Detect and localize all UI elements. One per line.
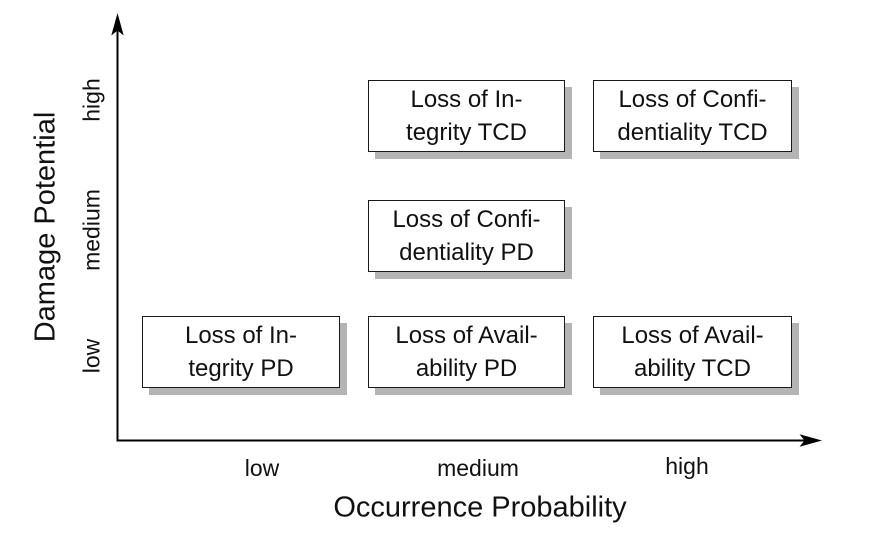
y-tick-low: low [78, 338, 105, 374]
node-label-line: tegrity TCD [406, 119, 527, 146]
node-loss-of-confidentiality-pd: Loss of Confi- dentiality PD [368, 200, 565, 272]
node-label-line: Loss of In- [410, 86, 523, 113]
node-loss-of-availability-tcd: Loss of Avail- ability TCD [593, 316, 792, 388]
y-axis-arrowhead-icon [111, 13, 124, 36]
y-tick-medium: medium [78, 189, 105, 271]
node-label-line: Loss of Avail- [621, 322, 764, 349]
node-label-line: Loss of In- [184, 322, 298, 349]
node-label-line: ability TCD [634, 355, 751, 382]
node-label-line: dentiality PD [399, 239, 534, 266]
node-loss-of-availability-pd: Loss of Avail- ability PD [368, 316, 565, 388]
x-axis-arrowhead-icon [799, 434, 822, 447]
node-loss-of-confidentiality-tcd: Loss of Confi- dentiality TCD [593, 80, 792, 152]
x-axis-title: Occurrence Probability [333, 491, 627, 524]
y-tick-high: high [78, 78, 105, 122]
node-label-line: dentiality TCD [617, 119, 768, 146]
node-label-line: Loss of Confi- [392, 206, 541, 233]
node-label-line: tegrity PD [188, 355, 294, 382]
x-tick-medium: medium [437, 455, 519, 481]
node-label-line: Loss of Confi- [618, 86, 767, 113]
node-label-line: Loss of Avail- [395, 322, 538, 349]
x-tick-low: low [244, 455, 280, 481]
y-axis-title: Damage Potential [29, 111, 62, 343]
node-label-line: ability PD [415, 355, 518, 382]
x-tick-high: high [665, 453, 709, 479]
node-loss-of-integrity-tcd: Loss of In- tegrity TCD [368, 80, 565, 152]
node-loss-of-integrity-pd: Loss of In- tegrity PD [142, 316, 340, 388]
